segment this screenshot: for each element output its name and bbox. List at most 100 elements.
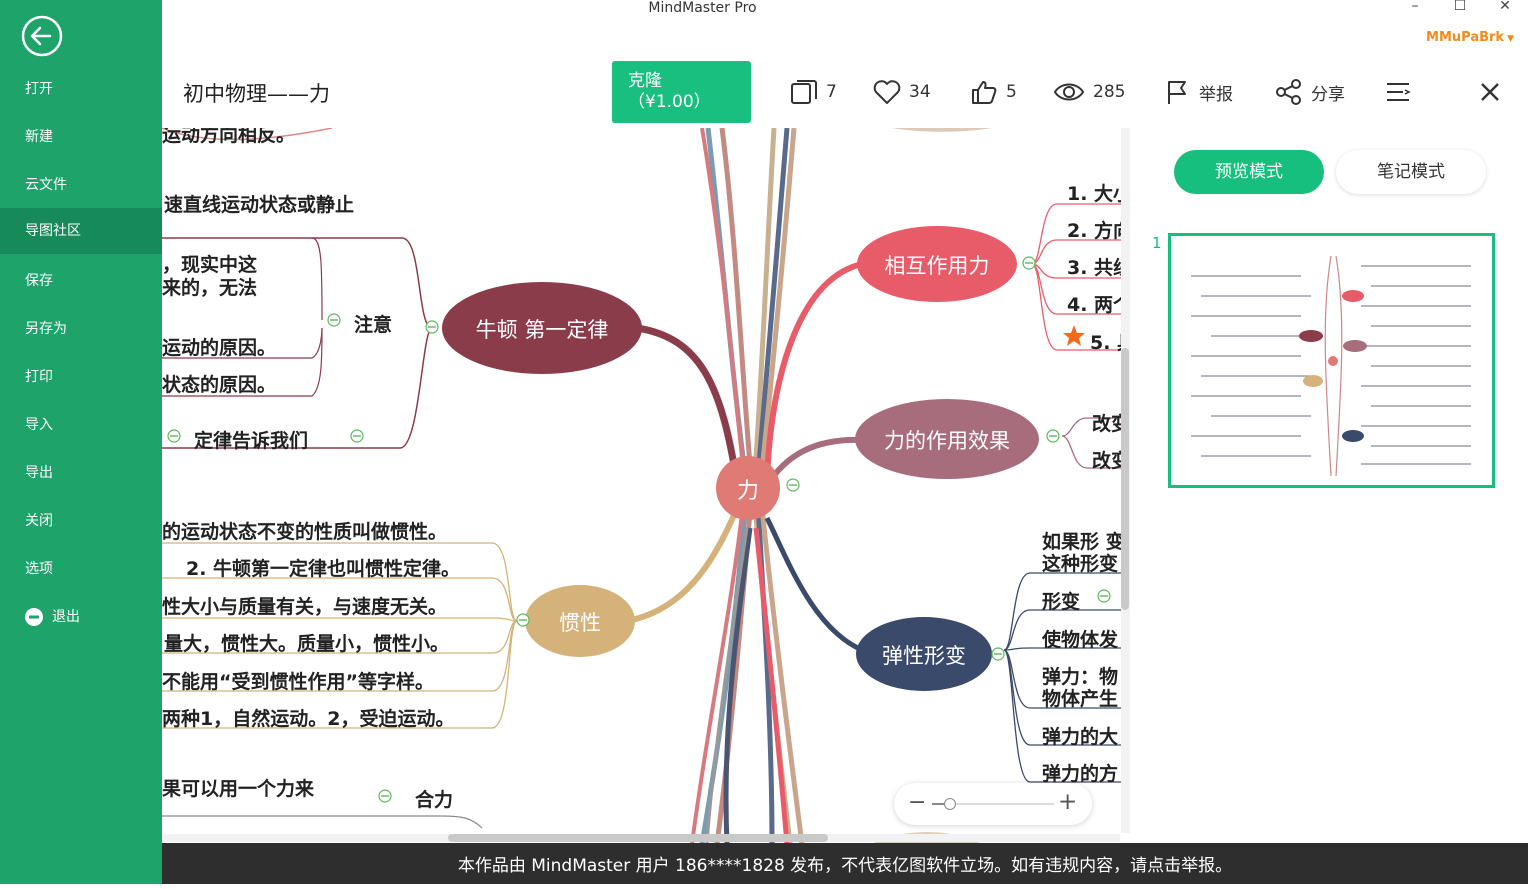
node-text[interactable]: 来的，无法 xyxy=(162,277,258,299)
node-text[interactable]: 改变 xyxy=(1092,450,1130,472)
sidebar-item-export[interactable]: 导出 xyxy=(25,465,53,481)
likes-count: 34 xyxy=(909,82,931,102)
maximize-button[interactable]: ☐ xyxy=(1453,0,1467,14)
page-label: Page-1 xyxy=(1168,490,1220,508)
thumbs-up-icon xyxy=(972,81,997,104)
title-bar: MindMaster Pro – ☐ ✕ xyxy=(0,0,1528,20)
topic-elastic-deformation[interactable]: 弹性形变 xyxy=(882,644,966,668)
node-text[interactable]: 弹力的方 xyxy=(1042,763,1119,785)
node-text[interactable]: 果可以用一个力来 xyxy=(162,778,315,800)
close-preview-button[interactable] xyxy=(1478,78,1510,106)
close-window-button[interactable]: ✕ xyxy=(1499,0,1511,14)
sidebar-item-save-as[interactable]: 另存为 xyxy=(25,321,67,337)
sidebar-item-options[interactable]: 选项 xyxy=(25,561,53,577)
back-button[interactable] xyxy=(20,14,64,58)
views-count: 285 xyxy=(1093,82,1126,102)
zoom-control: − + xyxy=(894,783,1092,825)
node-text[interactable]: 弹力：物 xyxy=(1042,666,1119,688)
node-text[interactable]: 不能用“受到惯性作用”等字样。 xyxy=(162,671,434,693)
topic-newton-first-law[interactable]: 牛顿 第一定律 xyxy=(475,318,609,342)
clone-label: 克隆 xyxy=(628,71,662,91)
page-thumbnail[interactable] xyxy=(1168,233,1495,488)
back-arrow-icon xyxy=(21,15,63,57)
node-text[interactable]: 5. 具 xyxy=(1090,332,1130,354)
share-icon xyxy=(1276,79,1301,105)
node-text[interactable]: ，现实中这 xyxy=(162,254,258,276)
node-text[interactable]: 定律告诉我们 xyxy=(194,430,309,452)
minimize-button[interactable]: – xyxy=(1411,0,1419,14)
zoom-slider-track[interactable] xyxy=(932,803,1054,805)
user-menu[interactable]: MMuPaBrk▼ xyxy=(1426,30,1514,45)
zoom-in-button[interactable]: + xyxy=(1058,789,1078,815)
node-text[interactable]: 的运动状态不变的性质叫做惯性。 xyxy=(162,521,448,543)
node-text[interactable]: 注意 xyxy=(354,314,393,336)
node-text[interactable]: 3. 共线 xyxy=(1067,257,1130,279)
note-mode-button[interactable]: 笔记模式 xyxy=(1336,150,1486,194)
app-title: MindMaster Pro xyxy=(648,0,757,16)
mindmap-branches xyxy=(162,128,1122,844)
disclaimer-footer[interactable]: 本作品由 MindMaster 用户 186****1828 发布，不代表亿图软… xyxy=(162,843,1528,884)
zoom-out-button[interactable]: − xyxy=(908,790,927,815)
share-label: 分享 xyxy=(1311,84,1345,105)
node-text[interactable]: 量大，惯性大。质量小，惯性小。 xyxy=(164,633,450,655)
sidebar-item-community[interactable]: 导图社区 xyxy=(0,208,162,254)
node-text[interactable]: 运动的原因。 xyxy=(162,337,277,359)
node-text[interactable]: 形变 xyxy=(1042,591,1081,613)
sidebar-item-save[interactable]: 保存 xyxy=(25,273,53,289)
node-text[interactable]: 使物体发 xyxy=(1042,629,1119,651)
flag-icon xyxy=(1168,81,1186,104)
sidebar-item-import[interactable]: 导入 xyxy=(25,417,53,433)
like-stat[interactable]: 34 xyxy=(873,78,931,106)
node-text[interactable]: 弹力的大 xyxy=(1042,726,1119,748)
node-text[interactable]: 如果形 变 xyxy=(1042,531,1125,553)
topic-inertia[interactable]: 惯性 xyxy=(559,611,601,635)
views-stat: 285 xyxy=(1053,78,1125,106)
sidebar-item-exit-label: 退出 xyxy=(52,609,80,625)
page-number: 1 xyxy=(1152,234,1162,252)
close-icon xyxy=(1481,83,1499,101)
central-topic[interactable]: 力 xyxy=(736,479,759,504)
preview-mode-button[interactable]: 预览模式 xyxy=(1174,150,1324,194)
node-text[interactable]: 2. 方向 xyxy=(1067,220,1130,242)
copies-count: 7 xyxy=(826,82,837,102)
sidebar-item-exit[interactable]: 退出 xyxy=(0,594,162,640)
node-text[interactable]: 两种1，自然运动。2，受迫运动。 xyxy=(162,708,455,730)
copies-stat[interactable]: 7 xyxy=(790,78,837,106)
horizontal-scrollbar[interactable] xyxy=(448,834,828,842)
menu-icon xyxy=(1387,83,1411,101)
share-button[interactable]: 分享 xyxy=(1275,78,1345,106)
clone-button[interactable]: 克隆 （¥1.00） xyxy=(612,61,751,123)
eye-icon xyxy=(1053,83,1085,101)
report-label: 举报 xyxy=(1199,84,1233,105)
node-text[interactable]: 4. 两个 xyxy=(1067,294,1130,316)
page-title: 初中物理——力 xyxy=(183,82,330,106)
node-text[interactable]: 1. 大小 xyxy=(1067,183,1130,205)
clone-price: （¥1.00） xyxy=(628,92,711,112)
copy-icon xyxy=(791,80,817,104)
sidebar-item-print[interactable]: 打印 xyxy=(25,369,53,385)
node-text[interactable]: 2. 牛顿第一定律也叫惯性定律。 xyxy=(186,558,461,580)
user-name: MMuPaBrk xyxy=(1426,30,1505,45)
zoom-slider-handle[interactable] xyxy=(944,798,957,810)
sidebar-item-close[interactable]: 关闭 xyxy=(25,513,53,529)
node-text[interactable]: 性大小与质量有关，与速度无关。 xyxy=(162,596,448,618)
outline-menu-button[interactable] xyxy=(1385,78,1419,106)
node-text[interactable]: 合力 xyxy=(415,789,454,811)
node-text[interactable]: 物体产生 xyxy=(1042,688,1119,710)
topic-force-effect[interactable]: 力的作用效果 xyxy=(884,429,1010,453)
thumbs-count: 5 xyxy=(1006,82,1017,102)
sidebar: 打开 新建 云文件 导图社区 保存 另存为 打印 导入 导出 关闭 选项 退出 xyxy=(0,0,162,884)
node-text[interactable]: 状态的原因。 xyxy=(162,374,277,396)
report-button[interactable]: 举报 xyxy=(1165,78,1233,106)
sidebar-item-cloud[interactable]: 云文件 xyxy=(25,177,67,193)
thumbs-up-stat[interactable]: 5 xyxy=(970,78,1017,106)
node-text[interactable]: 速直线运动状态或静止 xyxy=(164,194,355,216)
node-text[interactable]: 这种形变 xyxy=(1042,553,1119,575)
sidebar-item-open[interactable]: 打开 xyxy=(25,81,53,97)
sidebar-item-new[interactable]: 新建 xyxy=(25,129,53,145)
mindmap-canvas[interactable]: 牛顿 第一定律 惯性 相互作用力 力的作用效果 弹性形变 力 运动方向相反。 速… xyxy=(162,128,1130,844)
vertical-scrollbar[interactable] xyxy=(1121,348,1129,610)
node-text[interactable]: 运动方向相反。 xyxy=(162,128,296,146)
node-text[interactable]: 改变 xyxy=(1092,413,1130,435)
topic-interaction-force[interactable]: 相互作用力 xyxy=(884,254,990,278)
